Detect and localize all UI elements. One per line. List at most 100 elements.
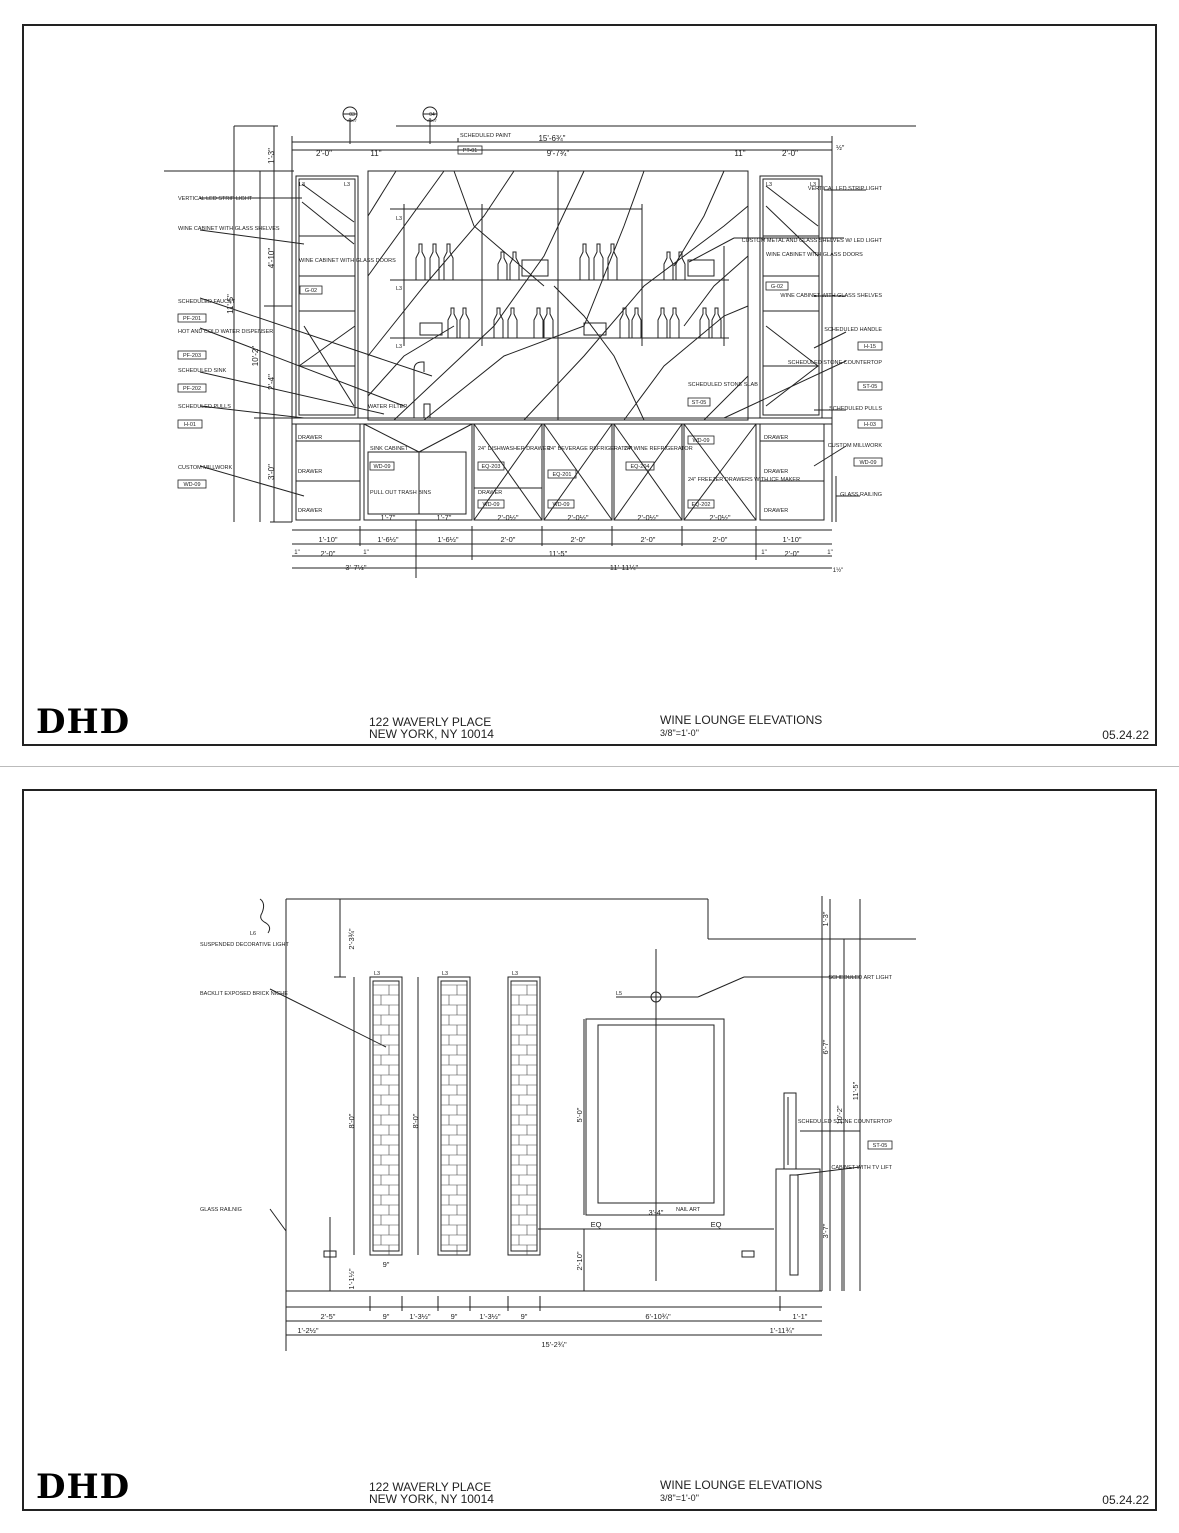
callout-faucet: SCHEDULED FAUCET — [178, 299, 236, 305]
dim-bottom: 2'-0" — [785, 549, 800, 558]
sheet-date: 05.24.22 — [1102, 728, 1149, 742]
light-tag: L3 — [344, 182, 350, 188]
dim-bottom: 2'-0" — [713, 535, 728, 544]
callout-brick-niche: BACKLIT EXPOSED BRICK NICHE — [200, 991, 288, 997]
dim-bottom: 2'-0½" — [497, 513, 519, 522]
callout-water-dispenser: HOT AND COLD WATER DISPENSER — [178, 329, 273, 335]
cabinet-right-label: WINE CABINET WITH GLASS DOORS — [766, 252, 863, 258]
dim-bottom: 2'-0" — [321, 549, 336, 558]
appliance-beverage-fridge-subtag: WD-09 — [552, 502, 569, 508]
callout-vertical-led-left: VERTICAL LED STRIP LIGHT — [178, 196, 253, 202]
dim-right-gap: 11" — [734, 149, 745, 158]
elevation-sheet-1: 15'-6¾" 9'-7¾" 2'-0" 11" 11" 2'-0" ½" 03… — [22, 24, 1157, 746]
dim-art-base: 2'-10" — [575, 1251, 584, 1270]
callout-handle-tag: H-15 — [864, 344, 876, 350]
callout-sink-tag: PF-202 — [183, 386, 201, 392]
light-tag: L3 — [396, 216, 402, 222]
cabinet-left-tag: G-02 — [305, 288, 317, 294]
callout-suspended-light: SUSPENDED DECORATIVE LIGHT — [200, 942, 289, 948]
light-tag: L3 — [396, 286, 402, 292]
drawer-label: DRAWER — [764, 469, 788, 475]
section-marker-num: 03 — [349, 112, 355, 118]
dim-left-overall: 11'-5" — [226, 294, 235, 314]
sink-cabinet-label: SINK CABINET — [370, 446, 409, 452]
dim-bottom: 1'-7" — [437, 513, 452, 522]
appliance-dishwasher-subtag: WD-09 — [482, 502, 499, 508]
dim-bottom: 1'-2½" — [297, 1326, 319, 1335]
dim-bottom: 1'-10" — [782, 535, 801, 544]
appliance-freezer-subtag: WD-09 — [692, 438, 709, 444]
dim-top-left: 2'-3¾" — [347, 928, 356, 950]
dim-niche-height: 8'-0" — [347, 1113, 356, 1128]
dim-left-mid2: 2'-4" — [267, 374, 276, 390]
appliance-dishwasher: 24" DISHWASHER DRAWER — [478, 446, 550, 452]
elevation-sheet-2: SUSPENDED DECORATIVE LIGHT L6 BACKLIT EX… — [22, 789, 1157, 1511]
appliance-freezer: 24" FREEZER DRAWERS WITH ICE MAKER — [688, 477, 800, 483]
firm-logo: DHD — [36, 1467, 131, 1507]
callout-handle: SCHEDULED HANDLE — [824, 327, 882, 333]
dim-right-top: 1'-3" — [821, 911, 830, 926]
callout-pulls-right: SCHEDULED PULLS — [829, 406, 882, 412]
callout-millwork-left: CUSTOM MILLWORK — [178, 465, 233, 471]
callout-stone-countertop: SCHEDULED STONE COUNTERTOP — [788, 360, 882, 366]
niche-light-tag: L3 — [512, 971, 518, 977]
callout-glass-railing: GLASS RAILNIG — [200, 1207, 242, 1213]
drawing-scale: 3/8"=1'-0" — [660, 1493, 699, 1503]
dim-bottom: 2'-5" — [321, 1312, 336, 1321]
dim-bottom: 2'-0" — [571, 535, 586, 544]
light-tag: L3 — [766, 182, 772, 188]
dim-right-upper: 6'-7" — [821, 1039, 830, 1054]
dim-bottom: 1" — [827, 550, 832, 556]
section-marker-sheet: A007 — [427, 118, 437, 123]
stone-slab-label: SCHEDULED STONE SLAB — [688, 382, 758, 388]
address-line-1: 122 WAVERLY PLACE — [369, 715, 492, 729]
paint-note-label: SCHEDULED PAINT — [460, 133, 512, 139]
sheet-title-block: WINE LOUNGE ELEVATIONS 3/8"=1'-0" — [660, 714, 822, 740]
appliance-dishwasher-tag: EQ-203 — [482, 464, 501, 470]
sheet-title: WINE LOUNGE ELEVATIONS — [660, 1478, 823, 1492]
appliance-beverage-fridge: 24" BEVERAGE REFRIGERATOR — [548, 446, 633, 452]
callout-sink: SCHEDULED SINK — [178, 368, 227, 374]
dim-bottom: 3'-7½" — [345, 563, 367, 572]
dim-left-base: 3'-0" — [267, 464, 276, 480]
callout-glass-railing: GLASS RAILING — [840, 492, 882, 498]
section-marker-sheet: A007 — [347, 118, 357, 123]
drawer-label: DRAWER — [298, 435, 322, 441]
lounge-wall-elevation-drawing: SUSPENDED DECORATIVE LIGHT L6 BACKLIT EX… — [200, 896, 916, 1351]
callout-millwork-right-tag: WD-09 — [859, 460, 876, 466]
dim-niche-height: 8'-0" — [411, 1113, 420, 1128]
callout-millwork-right: CUSTOM MILLWORK — [828, 443, 883, 449]
dim-left-upper: 4'-10" — [267, 248, 276, 269]
dim-bottom: 1" — [363, 550, 368, 556]
dim-bottom: 11'-11¼" — [610, 563, 639, 572]
dim-right-mid: 10'-2" — [835, 1105, 844, 1124]
drawer-label: DRAWER — [298, 469, 322, 475]
drawing-scale: 3/8"=1'-0" — [660, 728, 699, 738]
bar-elevation-drawing: 15'-6¾" 9'-7¾" 2'-0" 11" 11" 2'-0" ½" 03… — [164, 106, 916, 578]
callout-art-light: SCHEDULED ART LIGHT — [828, 975, 892, 981]
project-address: 122 WAVERLY PLACE NEW YORK, NY 10014 — [369, 716, 494, 740]
callout-water-dispenser-tag: PF-203 — [183, 353, 201, 359]
paint-note-tag: PT-01 — [463, 148, 478, 154]
dim-left-middle: 10'-2" — [251, 346, 260, 367]
firm-logo: DHD — [36, 702, 131, 742]
dim-left-gap: 11" — [370, 149, 381, 158]
dim-edge: ½" — [836, 144, 845, 152]
trash-bins-label: PULL OUT TRASH BINS — [370, 490, 431, 496]
callout-pulls-right-tag: H-03 — [864, 422, 876, 428]
dim-bottom: 1'-6½" — [437, 535, 459, 544]
dim-left-top: 1'-3" — [267, 148, 276, 164]
address-line-2: NEW YORK, NY 10014 — [369, 727, 494, 741]
sheet-title-block: WINE LOUNGE ELEVATIONS 3/8"=1'-0" — [660, 1479, 822, 1505]
dim-art-height: 5'-0" — [575, 1107, 584, 1122]
dim-bottom: 1" — [761, 550, 766, 556]
nail-art-label: NAIL ART — [676, 1207, 701, 1213]
light-tag: L3 — [810, 182, 816, 188]
callout-pulls-left-tag: H-01 — [184, 422, 196, 428]
dim-outlet-height: 1'-1½" — [347, 1268, 356, 1290]
dim-right-width: 2'-0" — [782, 149, 798, 158]
art-light-tag: L5 — [616, 991, 622, 997]
niche-light-tag: L3 — [374, 971, 380, 977]
dim-bottom: 1'-6½" — [377, 535, 399, 544]
dim-bottom: 2'-0½" — [567, 513, 589, 522]
